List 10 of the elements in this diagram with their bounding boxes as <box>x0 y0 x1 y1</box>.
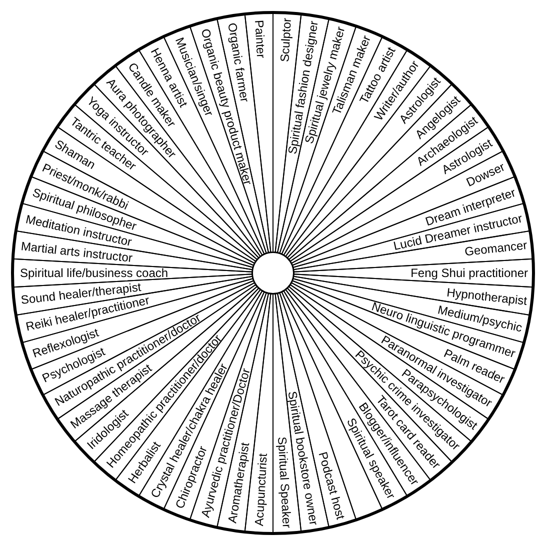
sector-label: Spiritual Speaker <box>274 436 294 528</box>
sector-label: Hypnotherapist <box>446 284 528 308</box>
sector-label: Painter <box>252 20 268 59</box>
sector-label: Acupuncturist <box>252 452 270 526</box>
sector-label: Spiritual life/business coach <box>20 266 168 280</box>
sector-label: Feng Shui practitioner <box>410 266 528 280</box>
sector-label: Geomancer <box>463 238 528 260</box>
sector-label: Podcast host <box>316 450 348 521</box>
wedge-segment <box>292 257 534 289</box>
sector-label: Sculptor <box>277 18 294 63</box>
